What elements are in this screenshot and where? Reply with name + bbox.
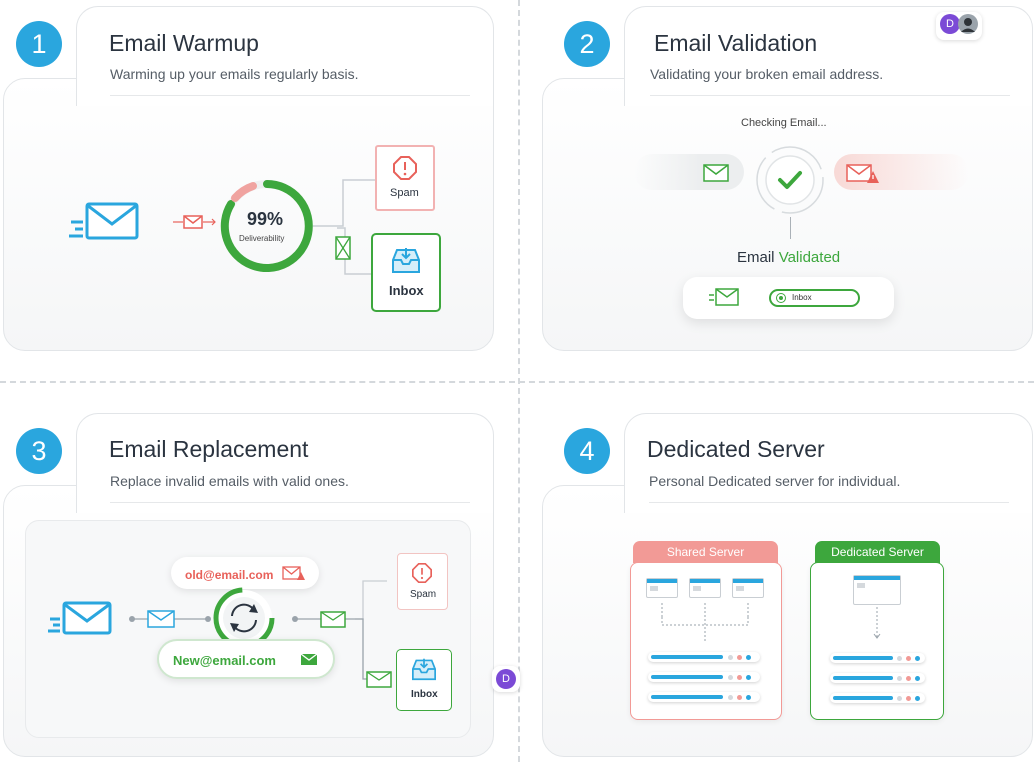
inbox-tray-icon — [412, 658, 436, 681]
title-divider — [650, 95, 1010, 96]
flow-connectors — [129, 610, 211, 628]
card-tab — [76, 6, 494, 106]
refresh-icon — [213, 587, 275, 649]
card-dedicated-server: 4 Dedicated Server Personal Dedicated se… — [542, 413, 1033, 757]
envelope-icon — [69, 202, 139, 240]
server-bar-icon — [830, 653, 925, 663]
old-email-text: old@email.com — [185, 568, 274, 582]
radio-dot-icon — [776, 293, 786, 303]
shared-server-header: Shared Server — [633, 541, 778, 563]
avatar: D — [496, 669, 516, 689]
card-tab — [624, 413, 1033, 513]
card-subtitle: Validating your broken email address. — [650, 66, 884, 82]
browser-window-icon — [646, 578, 678, 598]
card-title: Email Replacement — [109, 436, 309, 462]
browser-window-icon — [853, 575, 901, 605]
card-tab — [76, 413, 494, 513]
avatar-photo-icon — [958, 14, 978, 34]
server-connectors — [873, 607, 881, 639]
alert-octagon-icon — [393, 156, 417, 180]
card-subtitle: Warming up your emails regularly basis. — [110, 66, 359, 82]
step-number-badge: 2 — [564, 21, 610, 67]
server-bar-icon — [648, 692, 760, 702]
validated-status: Email Validated — [737, 249, 840, 266]
server-bar-icon — [830, 693, 925, 703]
spam-label: Spam — [390, 187, 419, 199]
server-bar-icon — [830, 673, 925, 683]
card-email-warmup: 1 Email Warmup Warming up your emails re… — [3, 6, 494, 351]
envelope-icon — [48, 601, 112, 635]
small-envelope-icon — [173, 215, 216, 229]
avatar: D — [940, 14, 960, 34]
envelope-icon — [300, 653, 318, 665]
card-title: Email Validation — [654, 30, 818, 56]
card-email-validation: 2 Email Validation Validating your broke… — [542, 6, 1033, 351]
inbox-pill — [769, 289, 860, 307]
step-number-badge: 3 — [16, 428, 62, 474]
alert-octagon-icon — [412, 563, 432, 583]
title-divider — [110, 502, 470, 503]
browser-window-icon — [732, 578, 764, 598]
validated-word: Validated — [778, 249, 841, 266]
card-subtitle: Replace invalid emails with valid ones. — [110, 473, 349, 489]
new-email-text: New@email.com — [173, 653, 276, 668]
invalid-envelope-icon — [282, 566, 305, 580]
validation-check-icon — [756, 146, 824, 214]
card-email-replacement: 3 Email Replacement Replace invalid emai… — [3, 413, 494, 757]
invalid-envelope-icon — [846, 164, 879, 183]
title-divider — [110, 95, 470, 96]
envelope-icon — [709, 288, 739, 306]
deliverability-label: Deliverability — [239, 234, 285, 243]
checking-status: Checking Email... — [741, 117, 827, 129]
step-number-badge: 1 — [16, 21, 62, 67]
inbox-tray-icon — [392, 248, 420, 273]
inbox-label: Inbox — [411, 689, 438, 700]
inbox-label: Inbox — [389, 283, 424, 298]
title-divider — [649, 502, 1009, 503]
step-number-badge: 4 — [564, 428, 610, 474]
envelope-icon — [703, 164, 729, 182]
browser-window-icon — [689, 578, 721, 598]
dedicated-server-header: Dedicated Server — [815, 541, 940, 563]
server-bar-icon — [648, 672, 760, 682]
flow-connectors — [292, 580, 392, 688]
spam-label: Spam — [410, 589, 437, 600]
card-title: Email Warmup — [109, 30, 259, 56]
server-connectors — [661, 603, 749, 641]
small-envelope-icon — [335, 236, 351, 260]
card-title: Dedicated Server — [647, 436, 825, 462]
deliverability-percent: 99% — [247, 209, 284, 229]
card-subtitle: Personal Dedicated server for individual… — [649, 473, 901, 489]
horizontal-divider — [0, 381, 1034, 383]
validation-connector — [790, 217, 791, 239]
validated-prefix: Email — [737, 249, 775, 266]
server-bar-icon — [648, 652, 760, 662]
card-panel — [542, 485, 1033, 757]
deliverability-gauge — [220, 180, 313, 272]
inbox-pill-label: Inbox — [792, 293, 812, 302]
